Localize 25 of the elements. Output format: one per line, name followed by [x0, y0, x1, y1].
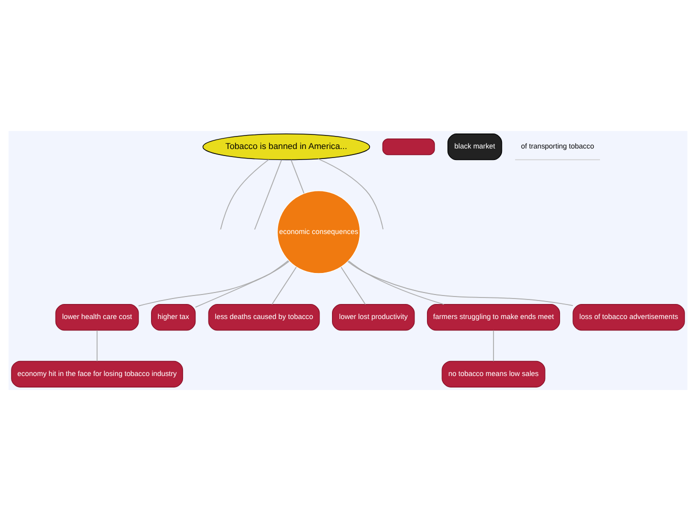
node-box: less deaths caused by tobacco — [208, 304, 320, 330]
node-box: no tobacco means low sales — [442, 360, 546, 387]
node-text: of transporting tobacco — [520, 141, 594, 150]
node-box — [382, 138, 435, 155]
connector — [290, 158, 304, 194]
connector — [195, 260, 289, 308]
connector — [318, 158, 384, 230]
node-circle: economic consequences — [276, 190, 360, 274]
connector — [138, 260, 290, 306]
node-box: farmers struggling to make ends meet — [426, 304, 560, 330]
node-ellipse: Tobacco is banned in America... — [202, 133, 370, 160]
connector — [493, 329, 494, 362]
node-box: higher tax — [151, 304, 196, 330]
connector — [272, 266, 297, 304]
node-box: black market — [447, 133, 502, 160]
connector — [254, 158, 282, 230]
connector — [220, 158, 270, 230]
connector — [340, 266, 366, 304]
node-box: lower lost productivity — [332, 304, 415, 330]
node-box: loss of tobacco advertisements — [572, 304, 685, 330]
node-box: economy hit in the face for losing tobacco industry — [11, 360, 184, 387]
node-box: lower health care cost — [55, 304, 139, 330]
connector — [348, 260, 444, 304]
connector — [96, 329, 98, 362]
connector — [347, 260, 574, 306]
